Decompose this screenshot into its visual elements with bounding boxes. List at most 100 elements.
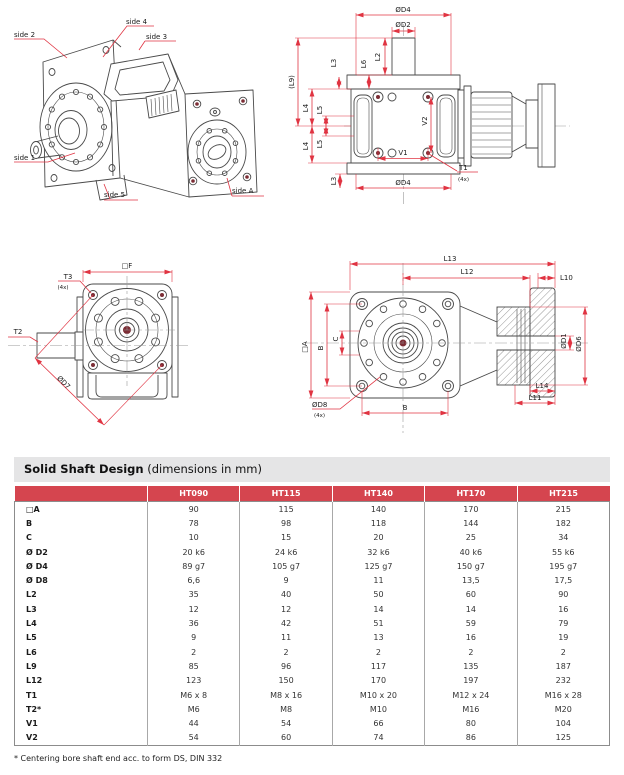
- table-header-row: HT090 HT115 HT140 HT170 HT215: [14, 486, 610, 502]
- row-label: L3: [26, 604, 37, 614]
- cell-value: 86: [424, 730, 518, 746]
- dim-v1: V1: [398, 149, 407, 157]
- side-3-label: side 3: [146, 33, 167, 41]
- cell-value: 150: [239, 673, 333, 688]
- cell-value: 2: [146, 644, 240, 660]
- cell-value: M6: [146, 702, 240, 717]
- dim-f: □F: [122, 262, 133, 270]
- dim-t1-qty: (4x): [458, 177, 469, 183]
- cell-value: 90: [146, 501, 240, 517]
- cell-value: 197: [424, 673, 518, 688]
- cell-value: 150 g7: [424, 559, 518, 574]
- cell-value: 144: [424, 516, 518, 531]
- row-label: L12: [26, 676, 43, 686]
- cell-value: 12: [146, 602, 240, 617]
- cell-value: 60: [239, 730, 333, 746]
- cell-value: 42: [239, 616, 333, 631]
- cell-value: 96: [239, 659, 333, 674]
- cell-value: 59: [424, 616, 518, 631]
- cell-value: 51: [331, 616, 425, 631]
- cell-value: 2: [424, 644, 518, 660]
- cell-value: 15: [239, 530, 333, 545]
- cell-value: 13: [331, 630, 425, 645]
- side-5-label: side 5: [104, 191, 125, 199]
- cell-value: 16: [516, 602, 610, 617]
- row-label: Ø D2: [26, 547, 48, 557]
- dim-d1: ØD1: [560, 333, 568, 348]
- dim-b-bottom: B: [403, 404, 408, 412]
- row-label: B: [26, 518, 33, 528]
- front-view-drawing: ØD4 ØD2 L2 L6 L3 (L9) L4 L5 L4 L5 V2 V1 …: [288, 6, 570, 205]
- column-header-ht170: HT170: [424, 486, 518, 502]
- cell-value: 20 k6: [146, 544, 240, 560]
- dim-d2: ØD2: [395, 21, 410, 29]
- section-view-drawing: L13 L12 L10 □A B C ØD1 ØD6 L14 L11 ØD8 (…: [301, 255, 588, 433]
- dim-c: C: [332, 336, 340, 341]
- dim-l3-top: L3: [330, 59, 338, 67]
- cell-value: 19: [516, 630, 610, 645]
- cell-value: 98: [239, 516, 333, 531]
- cell-value: 16: [424, 630, 518, 645]
- table-section: Solid Shaft Design (dimensions in mm) HT…: [14, 457, 610, 746]
- cell-value: 85: [146, 659, 240, 674]
- dim-l4-lower: L4: [302, 141, 310, 150]
- cell-value: M8 x 16: [239, 687, 333, 703]
- cell-value: 135: [424, 659, 518, 674]
- dim-d8: ØD8: [312, 401, 327, 409]
- row-label: Ø D4: [26, 561, 48, 571]
- side-2-label: side 2: [14, 31, 35, 39]
- section-dimensions: L13 L12 L10 □A B C ØD1 ØD6 L14 L11 ØD8 (…: [301, 255, 588, 419]
- cell-value: 17,5: [516, 573, 610, 588]
- section-title-subtext: (dimensions in mm): [147, 462, 262, 476]
- cell-value: 40 k6: [424, 544, 518, 560]
- corner-cell: [14, 486, 148, 502]
- dim-t3: T3: [63, 273, 73, 281]
- section-title-bar: Solid Shaft Design (dimensions in mm): [14, 457, 610, 482]
- row-label: L4: [26, 619, 37, 629]
- cell-value: 170: [424, 501, 518, 517]
- cell-value: M20: [516, 702, 610, 717]
- dim-b-left: B: [317, 345, 325, 350]
- row-label: V1: [26, 719, 38, 729]
- cell-value: 12: [239, 602, 333, 617]
- dim-a: □A: [301, 341, 309, 353]
- dim-l9: (L9): [288, 75, 296, 89]
- cell-value: 232: [516, 673, 610, 688]
- row-label: L9: [26, 661, 37, 671]
- dim-l14: L14: [536, 382, 549, 390]
- cell-value: 2: [331, 644, 425, 660]
- cell-value: 11: [239, 630, 333, 645]
- cell-value: 74: [331, 730, 425, 746]
- cell-value: 105 g7: [239, 559, 333, 574]
- cell-value: M12 x 24: [424, 687, 518, 703]
- cell-value: 54: [239, 716, 333, 731]
- section-geometry: [306, 263, 588, 433]
- row-label: C: [26, 533, 32, 543]
- section-title: Solid Shaft Design: [24, 462, 144, 476]
- cell-value: M10 x 20: [331, 687, 425, 703]
- iso-geometry: [30, 39, 258, 201]
- side-4-label: side 4: [126, 18, 148, 26]
- cell-value: 6,6: [146, 573, 240, 588]
- dim-l11: L11: [529, 394, 542, 402]
- side-a-label: side A: [232, 187, 254, 195]
- row-label: L2: [26, 590, 37, 600]
- cell-value: 54: [146, 730, 240, 746]
- row-label: L5: [26, 633, 37, 643]
- dim-l3-bottom: L3: [330, 177, 338, 185]
- side-geometry: [8, 276, 188, 400]
- dim-d7: ØD7: [55, 374, 72, 391]
- cell-value: 117: [331, 659, 425, 674]
- cell-value: 44: [146, 716, 240, 731]
